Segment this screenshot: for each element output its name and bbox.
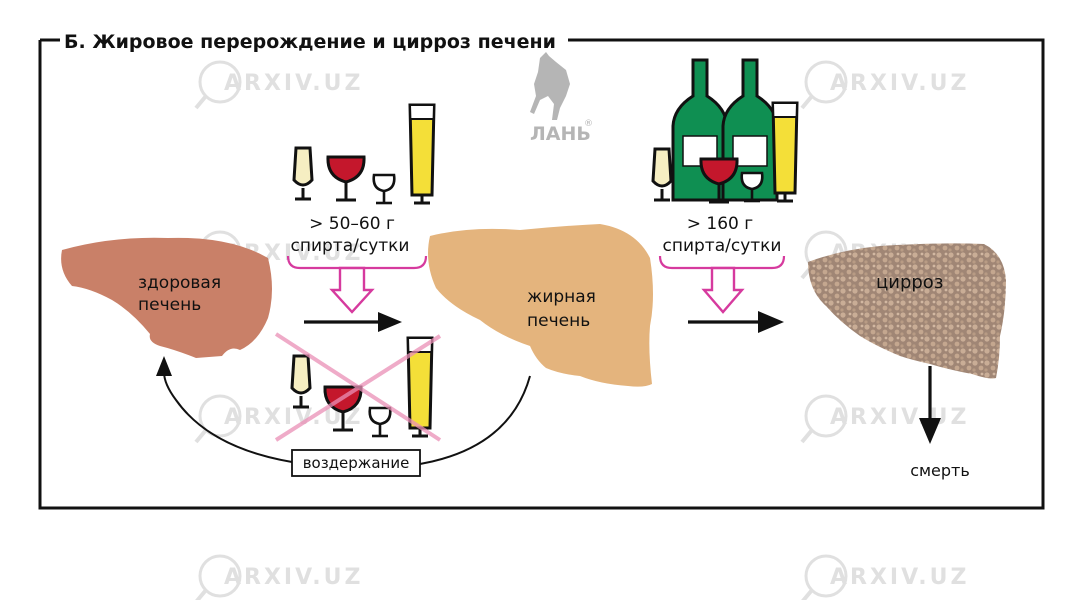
publisher-logo-text: ЛАНЬ <box>530 123 591 145</box>
fatty-liver-label-line2: печень <box>527 311 590 331</box>
fatty-liver-shape <box>428 224 653 387</box>
champagne-glass-icon <box>290 354 312 409</box>
svg-text:ARXIV.UZ: ARXIV.UZ <box>830 71 969 96</box>
watermark: ARXIV.UZ <box>801 554 969 600</box>
healthy-liver-shape <box>61 237 272 358</box>
cross-out-icon <box>274 332 442 442</box>
magnifier-icon <box>804 60 848 104</box>
fatty-liver-label-line1: жирная <box>527 287 596 307</box>
watermark: ARXIV.UZ <box>194 394 360 444</box>
publisher-logo: ЛАНЬ ® <box>530 52 593 145</box>
svg-text:ARXIV.UZ: ARXIV.UZ <box>224 565 363 590</box>
threshold-heavy-unit: спирта/сутки <box>663 236 782 256</box>
threshold-heavy-amount: > 160 г <box>687 214 753 234</box>
watermark: ARXIV.UZ <box>195 554 363 600</box>
death-arrow <box>919 366 941 444</box>
abstinence-box: воздержание <box>291 449 421 477</box>
figure-title: Б. Жировое перерождение и цирроз печени <box>64 31 556 53</box>
heavy-drinks-group <box>651 58 799 204</box>
arrowhead-up <box>156 356 172 376</box>
moderate-drinks-group <box>292 103 436 205</box>
pink-down-arrow <box>329 266 375 314</box>
watermark: ARXIV.UZ <box>800 60 969 110</box>
watermark: ARXIV.UZ <box>194 60 363 110</box>
pink-down-arrow <box>701 266 745 314</box>
champagne-glass-icon <box>651 147 673 202</box>
death-label: смерть <box>910 461 970 480</box>
brandy-glass-icon <box>372 173 396 205</box>
wine-glass-icon <box>326 155 366 202</box>
magnifier-icon <box>804 554 848 598</box>
brace-heavy <box>658 255 786 270</box>
progression-arrow-1 <box>304 312 402 332</box>
beer-glass-icon <box>408 103 436 205</box>
cirrhosis-liver-shape <box>808 243 1006 379</box>
watermark: ARXIV.UZ <box>800 394 969 444</box>
magnifier-icon <box>804 394 848 438</box>
threshold-moderate-amount: > 50–60 г <box>309 214 395 234</box>
svg-text:®: ® <box>584 119 593 129</box>
threshold-moderate-unit: спирта/сутки <box>291 236 410 256</box>
beer-glass-icon <box>771 101 799 203</box>
svg-text:ARXIV.UZ: ARXIV.UZ <box>830 405 969 430</box>
progression-arrow-2 <box>688 311 784 333</box>
svg-text:ARXIV.UZ: ARXIV.UZ <box>224 71 363 96</box>
cirrhosis-label: цирроз <box>876 272 943 293</box>
gazelle-icon <box>530 52 570 120</box>
champagne-glass-icon <box>292 146 314 201</box>
healthy-liver-label-line2: печень <box>138 295 201 315</box>
healthy-liver-label-line1: здоровая <box>138 273 221 293</box>
magnifier-icon <box>198 554 242 598</box>
figure-frame <box>38 38 1045 510</box>
magnifier-icon <box>198 394 242 438</box>
magnifier-icon <box>198 60 242 104</box>
svg-text:ARXIV.UZ: ARXIV.UZ <box>830 565 969 590</box>
abstinence-return-arrow <box>163 371 531 465</box>
brandy-glass-icon <box>368 406 392 438</box>
abstinence-label: воздержание <box>303 454 410 472</box>
